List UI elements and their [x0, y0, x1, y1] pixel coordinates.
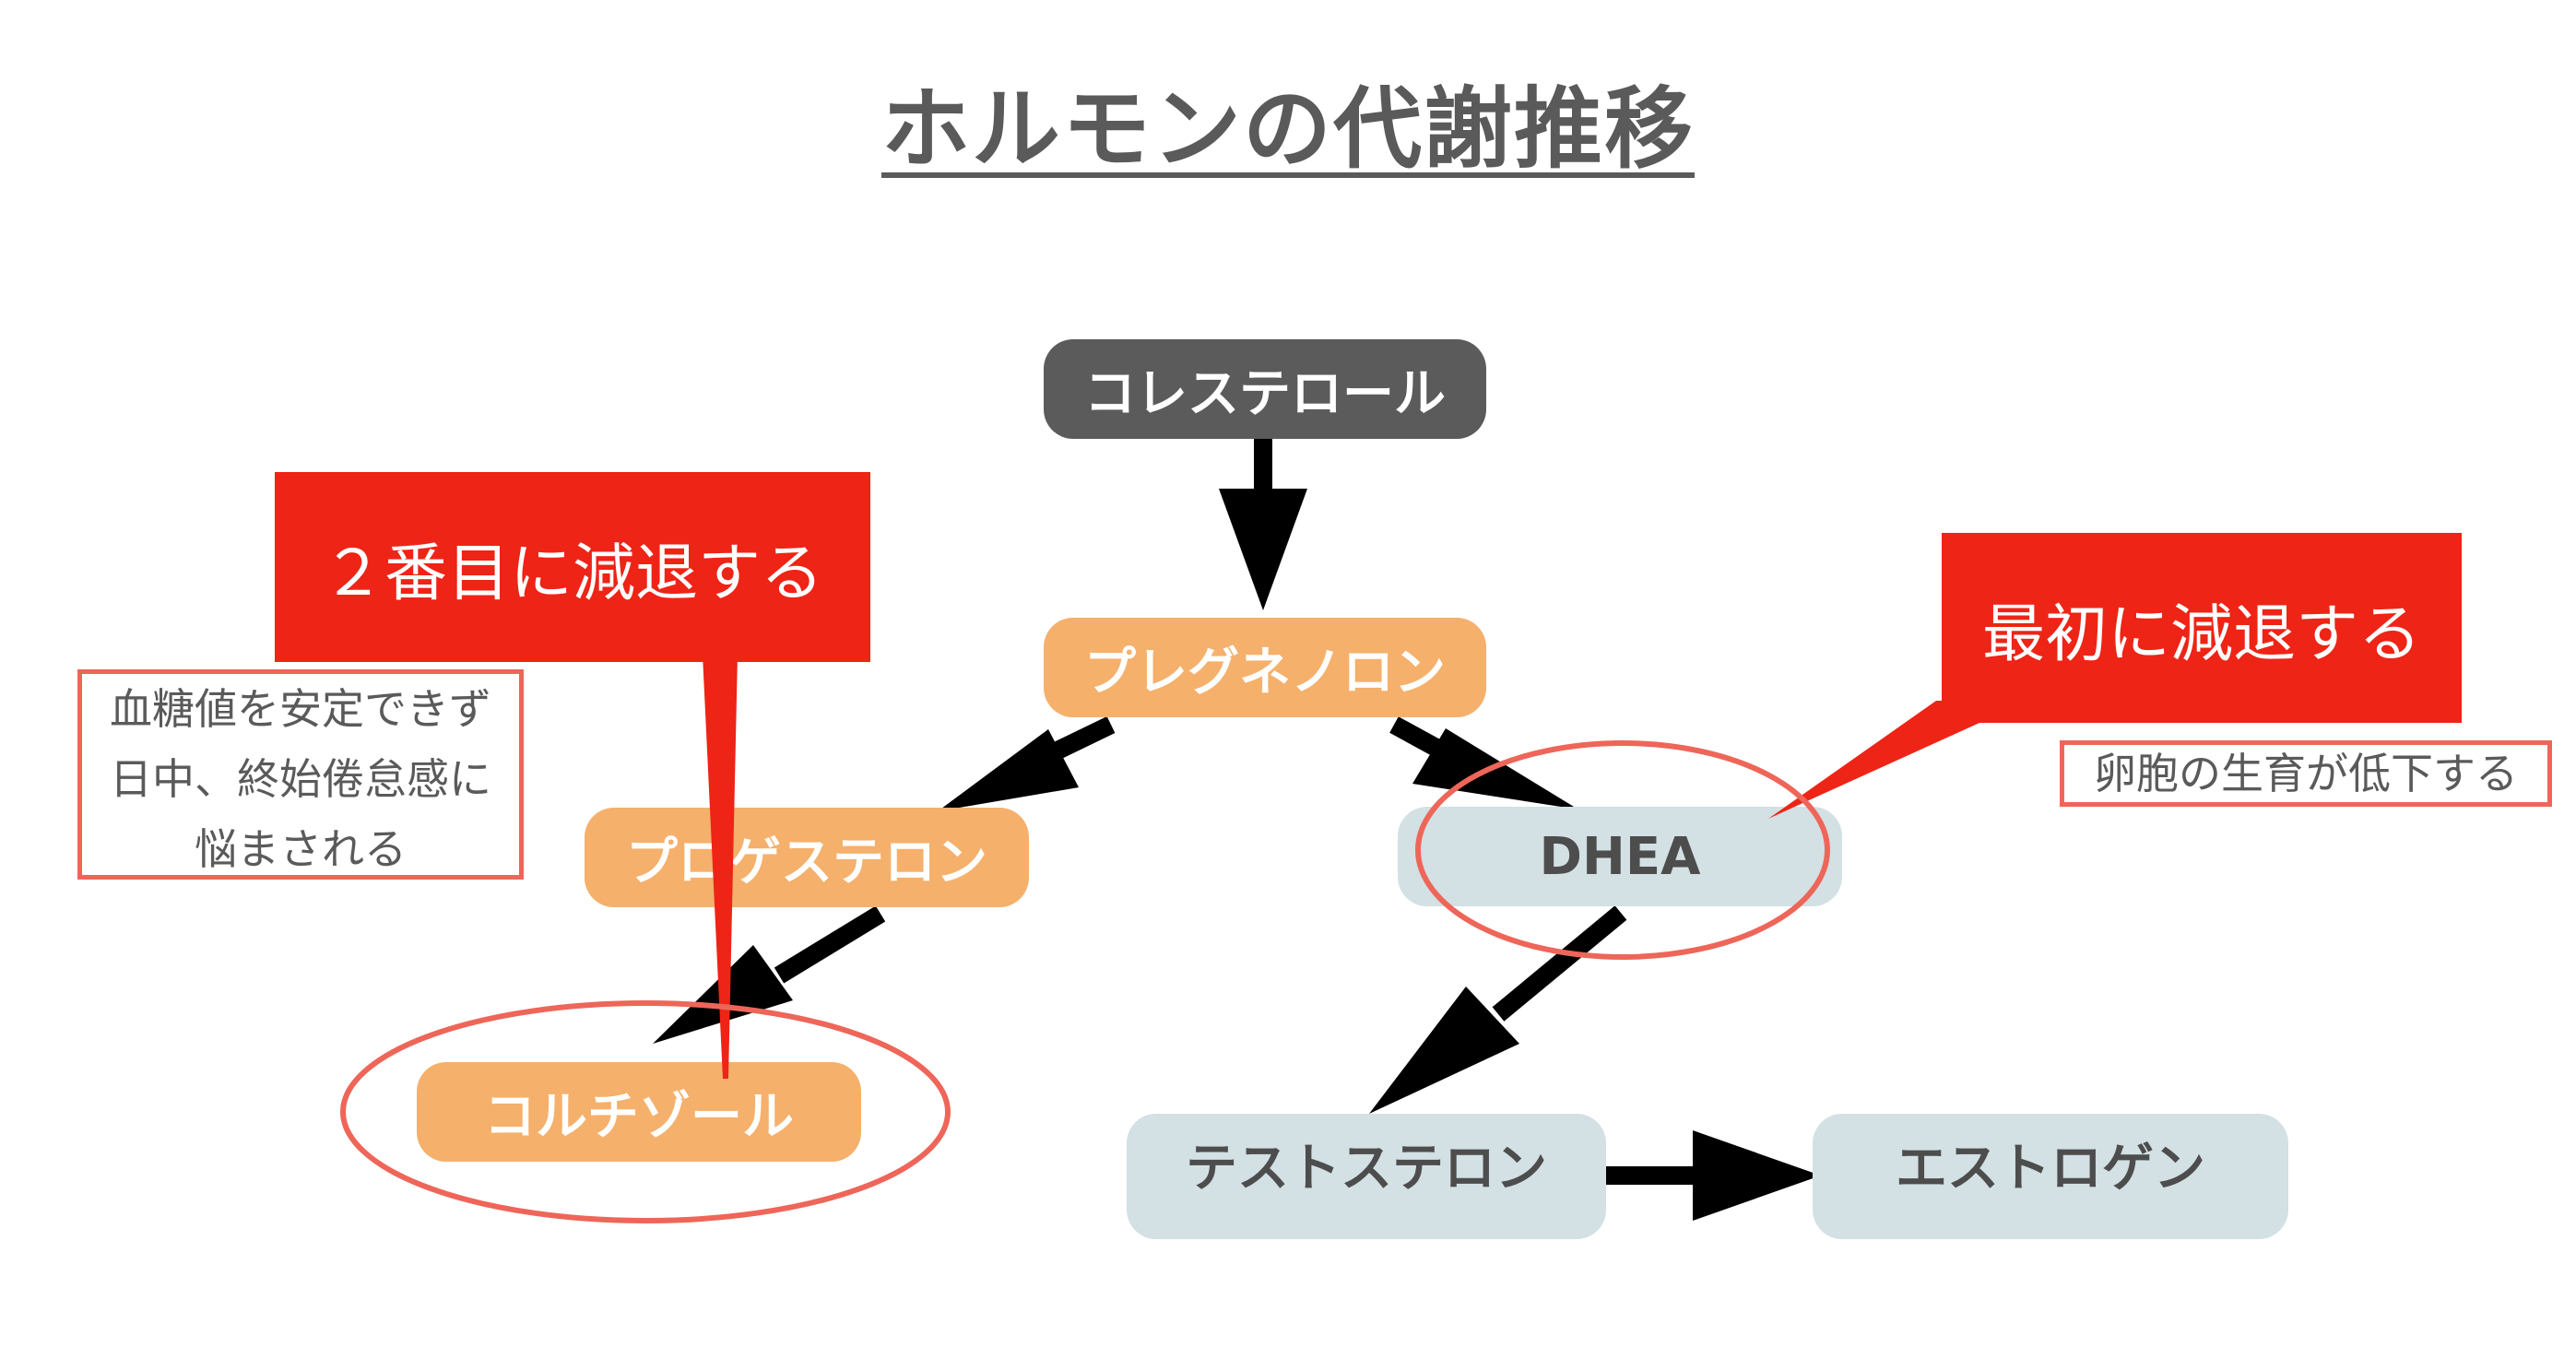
- node-estrogen: エストロゲン: [1813, 1114, 2288, 1239]
- callout-first-decline: 最初に減退する: [1942, 533, 2462, 723]
- page-title: ホルモンの代謝推移: [881, 77, 1695, 181]
- highlight-circle-dhea: [1415, 740, 1830, 960]
- node-cortisol: コルチゾール: [417, 1062, 861, 1162]
- note-dhea-effect: 卵胞の生育が低下する: [2060, 740, 2552, 807]
- node-testosterone: テストステロン: [1127, 1114, 1606, 1239]
- callout-second-decline: ２番目に減退する: [275, 472, 870, 662]
- node-dhea: DHEA: [1398, 807, 1842, 906]
- arrow-pregnenolone-to-progesterone: [938, 716, 1116, 811]
- highlight-circle-cortisol: [340, 1000, 951, 1223]
- arrow-testosterone-to-estrogen: [1606, 1130, 1821, 1221]
- note-cortisol-effect: 血糖値を安定できず 日中、終始倦怠感に 悩まされる: [77, 669, 524, 880]
- arrow-cholesterol-to-pregnenolone: [1219, 439, 1307, 610]
- node-progesterone: プロゲステロン: [585, 808, 1029, 907]
- note-cortisol-line-3: 悩まされる: [195, 824, 407, 874]
- callout-right-tail: [1768, 701, 2028, 819]
- note-cortisol-line-1: 血糖値を安定できず: [110, 684, 491, 734]
- arrow-dhea-to-testosterone: [1369, 905, 1627, 1114]
- note-cortisol-line-2: 日中、終始倦怠感に: [110, 754, 491, 804]
- callout-left-tail: [703, 655, 738, 1079]
- node-cholesterol: コレステロール: [1044, 339, 1486, 439]
- node-pregnenolone: プレグネノロン: [1044, 618, 1486, 717]
